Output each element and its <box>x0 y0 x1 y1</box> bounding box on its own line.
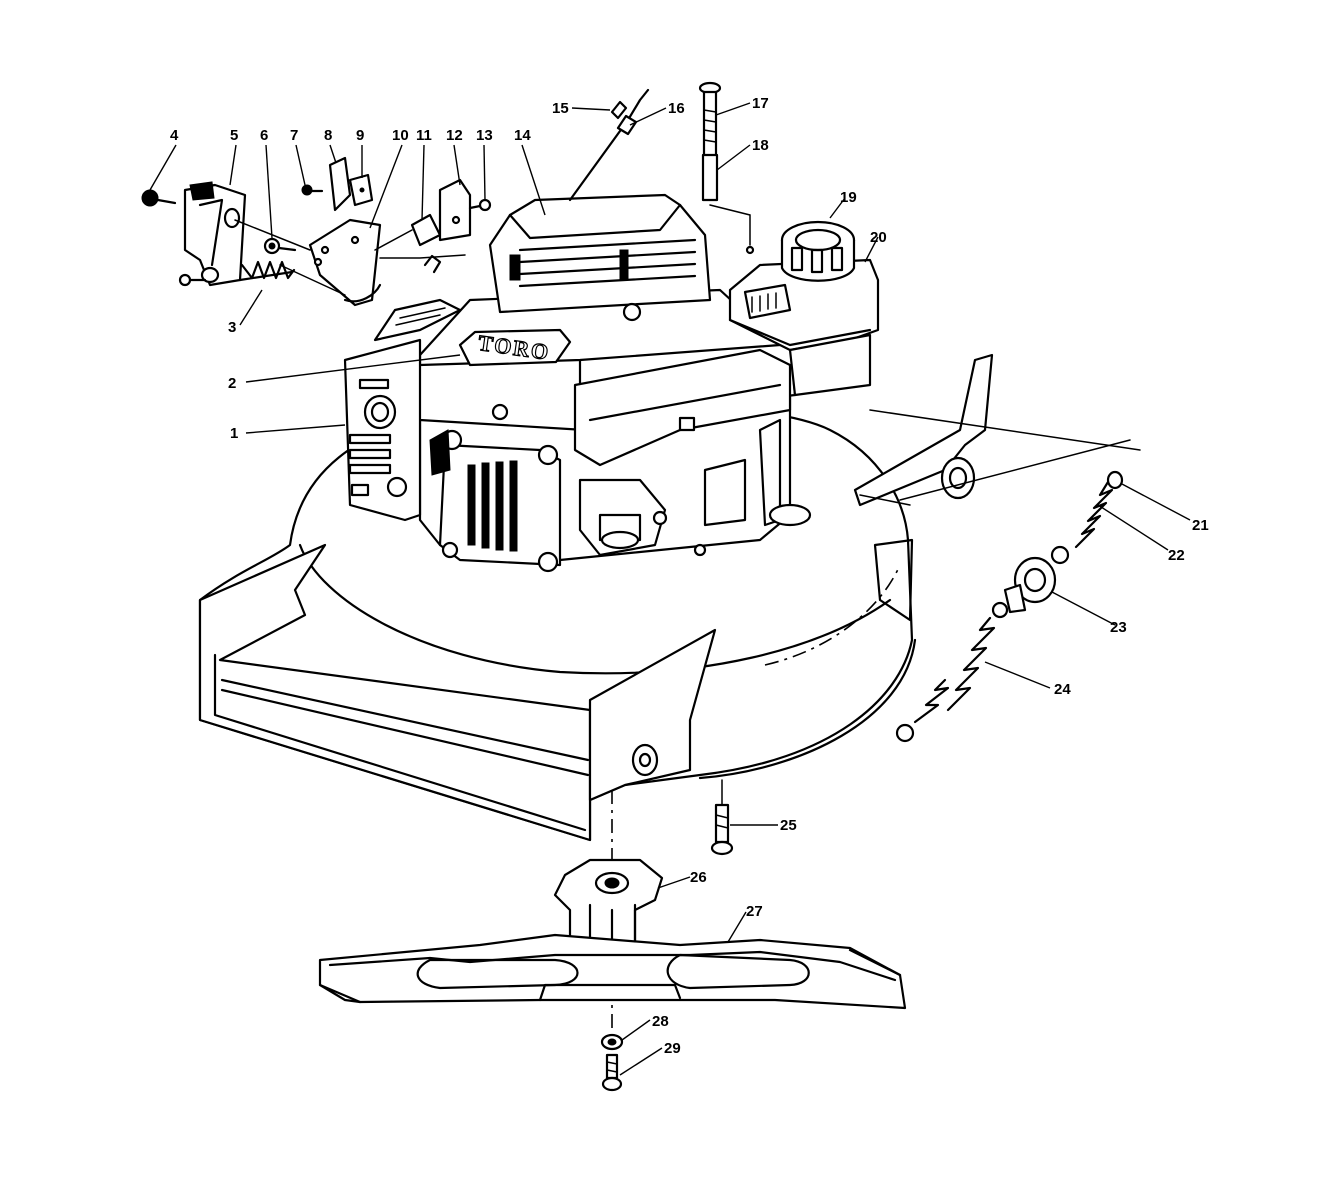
callout-4: 4 <box>170 127 179 144</box>
callout-19: 19 <box>840 189 857 206</box>
blade-assembly <box>318 779 907 1092</box>
callout-15: 15 <box>552 100 569 117</box>
rear-bracket <box>853 353 994 507</box>
callout-leaders <box>149 102 1191 1076</box>
callout-14: 14 <box>514 127 531 144</box>
callout-9: 9 <box>356 127 364 144</box>
callout-26: 26 <box>690 869 707 886</box>
callout-7: 7 <box>290 127 298 144</box>
callout-6: 6 <box>260 127 268 144</box>
callout-17: 17 <box>752 95 769 112</box>
callout-16: 16 <box>668 100 685 117</box>
callout-1: 1 <box>230 425 238 442</box>
callout-23: 23 <box>1110 619 1127 636</box>
callout-11: 11 <box>416 127 432 144</box>
callout-29: 29 <box>664 1040 681 1057</box>
callout-numbers: 1 2 3 4 5 6 7 8 9 10 11 12 13 14 15 16 1… <box>170 95 1209 1057</box>
callout-5: 5 <box>230 127 238 144</box>
callout-28: 28 <box>652 1013 669 1030</box>
engine: TORO <box>343 193 880 573</box>
engine-bolt-spacer <box>698 81 755 255</box>
callout-27: 27 <box>746 903 763 920</box>
callout-20: 20 <box>870 229 887 246</box>
callout-3: 3 <box>228 319 236 336</box>
rear-axle-parts <box>869 409 1141 743</box>
callout-12: 12 <box>446 127 463 144</box>
callout-24: 24 <box>1054 681 1071 698</box>
callout-18: 18 <box>752 137 769 154</box>
callout-8: 8 <box>324 127 332 144</box>
throttle-bracket-assembly <box>141 156 492 307</box>
callout-2: 2 <box>228 375 236 392</box>
callout-10: 10 <box>392 127 409 144</box>
callout-21: 21 <box>1192 517 1209 534</box>
callout-13: 13 <box>476 127 493 144</box>
callout-22: 22 <box>1168 547 1185 564</box>
callout-25: 25 <box>780 817 797 834</box>
control-cable <box>568 88 650 202</box>
